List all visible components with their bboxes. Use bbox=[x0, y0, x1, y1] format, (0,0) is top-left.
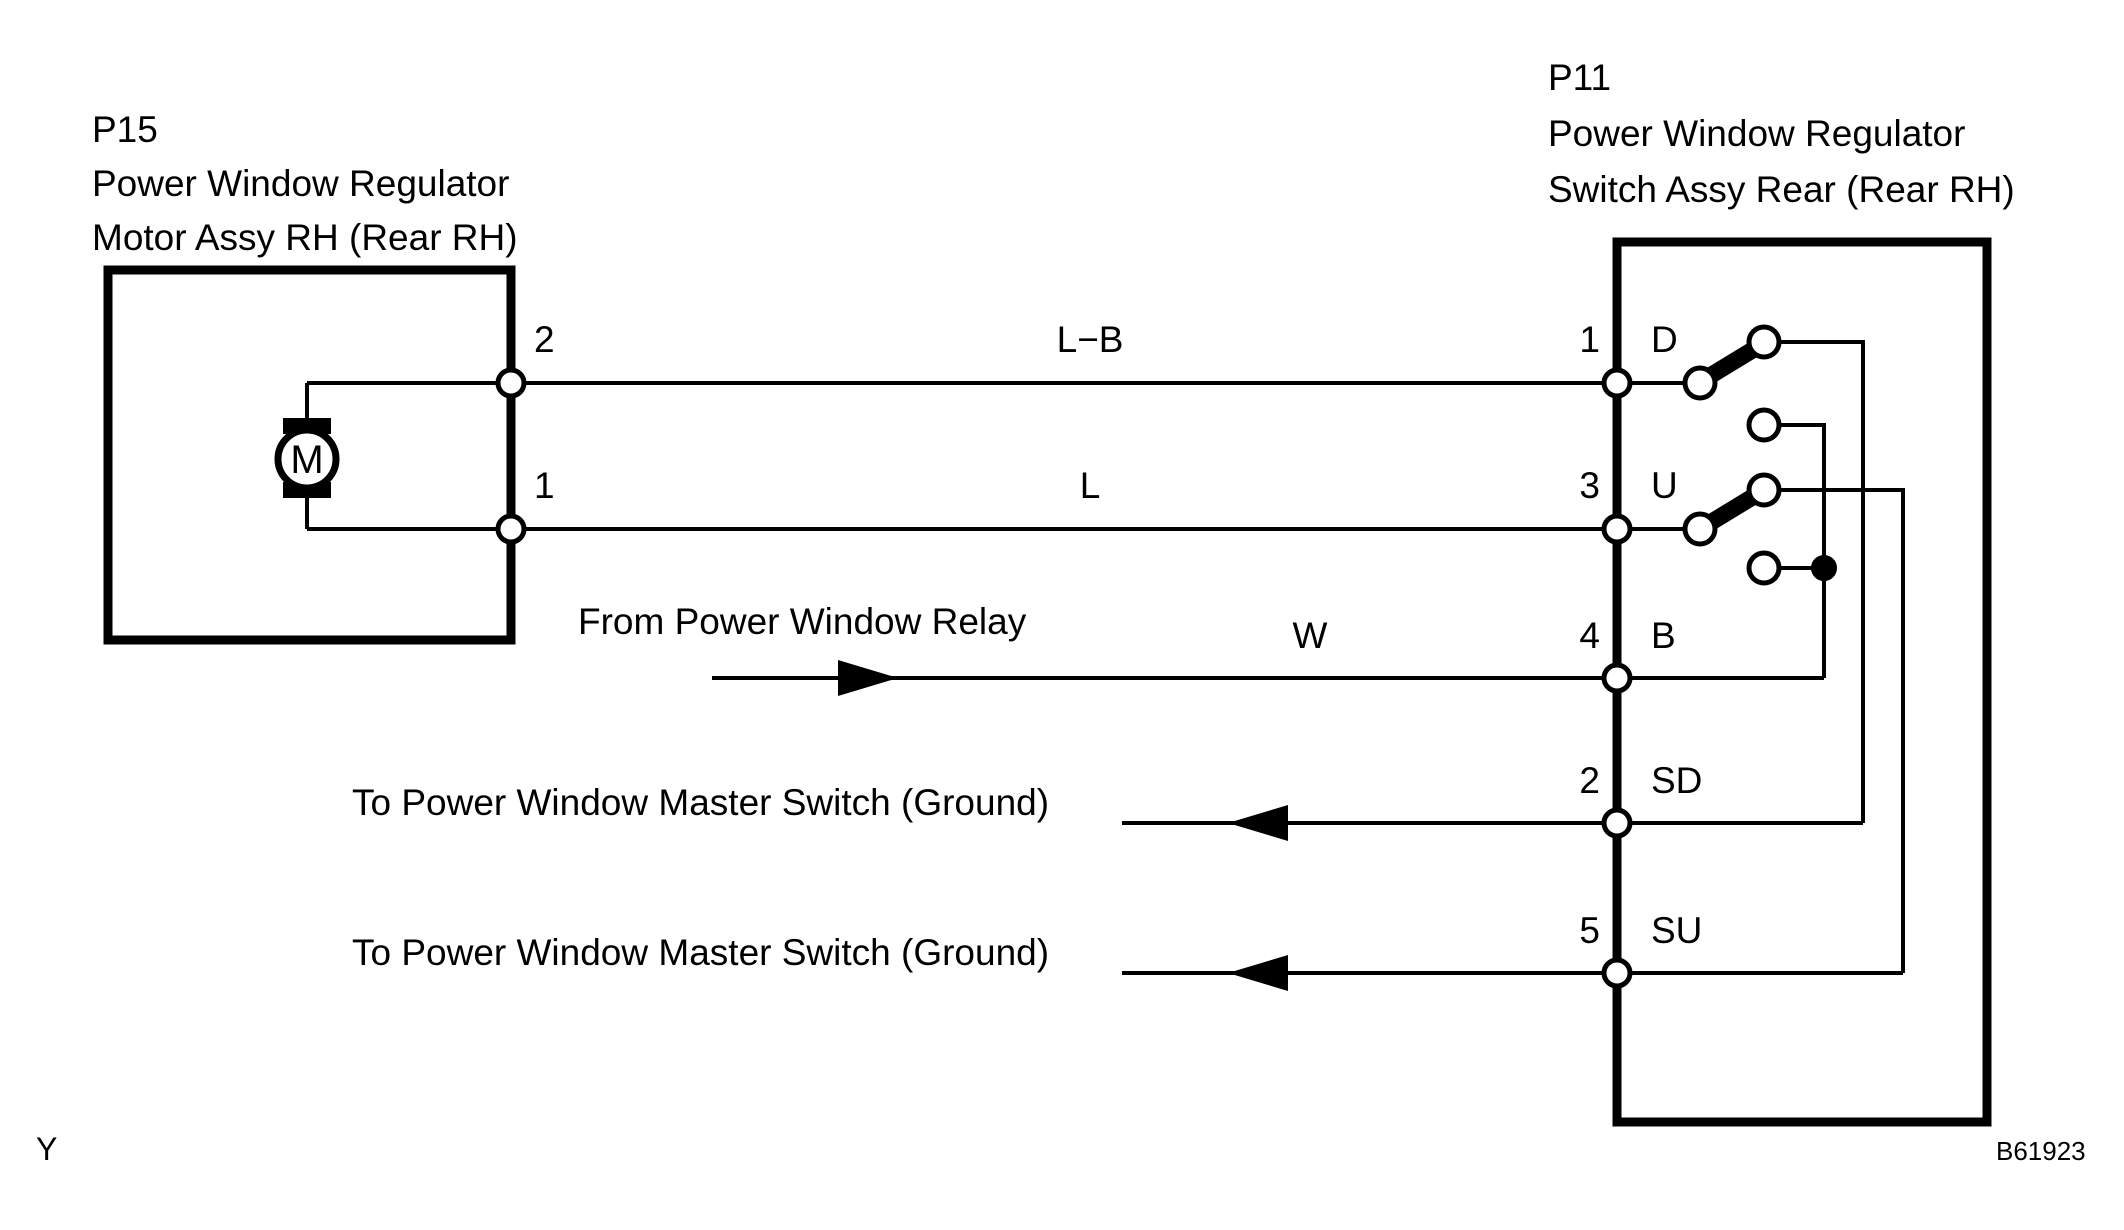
right-component-name-line1: Power Window Regulator bbox=[1548, 113, 1965, 154]
switch-terminal-3-pin: 3 bbox=[1579, 465, 1600, 506]
annotation-to-master-switch-ground-2: To Power Window Master Switch (Ground) bbox=[352, 932, 1049, 973]
annotation-to-master-switch-ground-1: To Power Window Master Switch (Ground) bbox=[352, 782, 1049, 823]
switch-terminal-2-pin: 2 bbox=[1579, 760, 1600, 801]
motor-terminal-2-pin: 2 bbox=[534, 319, 555, 360]
annotation-from-power-window-relay: From Power Window Relay bbox=[578, 601, 1027, 642]
left-component-name-line1: Power Window Regulator bbox=[92, 163, 509, 204]
switch-terminal-5-pin: 5 bbox=[1579, 910, 1600, 951]
figure-code: B61923 bbox=[1996, 1136, 2086, 1166]
motor-terminal-1-pin: 1 bbox=[534, 465, 555, 506]
switch-d-contact-node-lower bbox=[1746, 407, 1782, 443]
switch-terminal-4-node bbox=[1601, 662, 1633, 694]
switch-terminal-1-node bbox=[1601, 367, 1633, 399]
b-rail-junction-dot bbox=[1811, 555, 1837, 581]
switch-assembly-box bbox=[1612, 237, 1992, 1127]
arrow-left-icon-1 bbox=[1228, 805, 1288, 841]
left-component-name-line2: Motor Assy RH (Rear RH) bbox=[92, 217, 518, 258]
switch-b-feed-upper bbox=[1764, 423, 1826, 678]
switch-u-contact-node bbox=[1746, 472, 1782, 508]
corner-mark-y: Y bbox=[36, 1131, 57, 1167]
switch-signal-d: D bbox=[1651, 319, 1678, 360]
left-component-ref: P15 bbox=[92, 109, 158, 150]
switch-terminal-1-pin: 1 bbox=[1579, 319, 1600, 360]
switch-terminal-3-node bbox=[1601, 513, 1633, 545]
right-component-ref: P11 bbox=[1548, 57, 1611, 98]
motor-terminal-2-node bbox=[495, 367, 527, 399]
switch-signal-sd: SD bbox=[1651, 760, 1702, 801]
motor-assembly-box bbox=[103, 265, 516, 645]
switch-terminal-5-node bbox=[1601, 957, 1633, 989]
switch-signal-u: U bbox=[1651, 465, 1678, 506]
switch-u-return-path bbox=[1764, 488, 1905, 973]
wire-label-w: W bbox=[1293, 615, 1328, 656]
switch-signal-b: B bbox=[1651, 615, 1676, 656]
wire-label-l-b: L−B bbox=[1057, 319, 1124, 360]
switch-signal-su: SU bbox=[1651, 910, 1702, 951]
switch-u-contact-node-lower bbox=[1746, 550, 1782, 586]
arrow-left-icon-2 bbox=[1228, 955, 1288, 991]
switch-terminal-4-pin: 4 bbox=[1579, 615, 1600, 656]
switch-d-pivot-node bbox=[1682, 365, 1718, 401]
arrow-right-icon bbox=[838, 660, 898, 696]
switch-d-contact-node bbox=[1746, 324, 1782, 360]
wire-label-l: L bbox=[1080, 465, 1101, 506]
motor-symbol-label: M bbox=[290, 438, 323, 482]
switch-terminal-2-node bbox=[1601, 807, 1633, 839]
motor-symbol-circle bbox=[274, 426, 340, 492]
switch-d-return-path bbox=[1764, 340, 1865, 823]
motor-terminal-1-node bbox=[495, 513, 527, 545]
switch-u-pivot-node bbox=[1682, 511, 1718, 547]
right-component-name-line2: Switch Assy Rear (Rear RH) bbox=[1548, 169, 2015, 210]
